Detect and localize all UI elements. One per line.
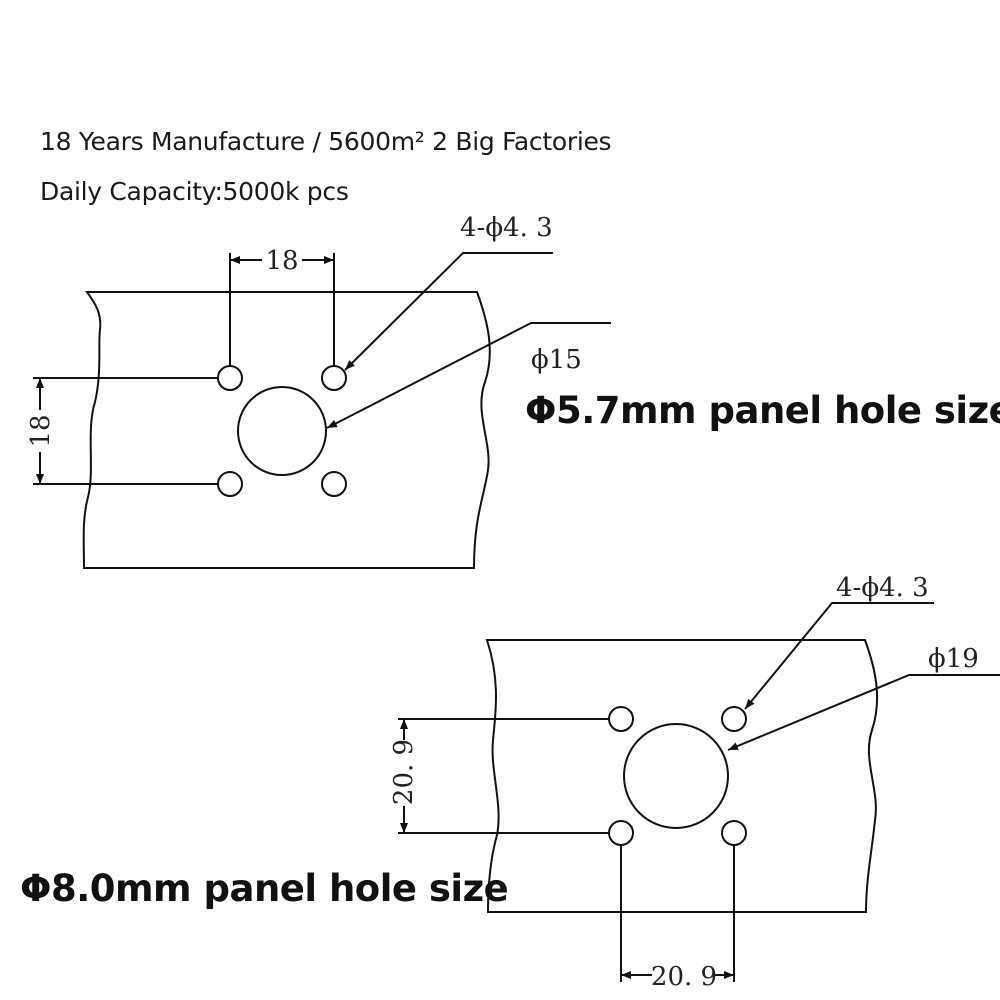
top-center-hole bbox=[237, 386, 327, 476]
top-dim-horizontal-label: 18 bbox=[265, 246, 298, 276]
bottom-hole-callout: 4-ϕ4. 3 bbox=[836, 573, 929, 603]
bottom-panel-outline bbox=[485, 639, 879, 913]
top-hole-bottom-left bbox=[217, 471, 243, 497]
top-hole-top-right bbox=[321, 365, 347, 391]
bottom-center-leader bbox=[727, 674, 1000, 751]
bottom-panel-drawing: 20. 9 20. 9 4-ϕ4. 3 ϕ19 bbox=[389, 573, 1000, 992]
bottom-hole-top-left bbox=[608, 706, 634, 732]
bottom-hole-bottom-right bbox=[721, 820, 747, 846]
top-dim-vertical-label: 18 bbox=[26, 414, 56, 447]
top-panel-drawing: 18 18 4-ϕ4. 3 ϕ15 bbox=[26, 213, 611, 569]
bottom-hole-top-right bbox=[721, 706, 747, 732]
top-hole-callout: 4-ϕ4. 3 bbox=[460, 213, 553, 243]
top-center-callout: ϕ15 bbox=[531, 345, 582, 375]
bottom-hole-bottom-left bbox=[608, 820, 634, 846]
top-panel-caption: Φ5.7mm panel hole size bbox=[525, 389, 1000, 432]
bottom-dim-horizontal-label: 20. 9 bbox=[651, 962, 717, 992]
bottom-hole-leader bbox=[744, 602, 934, 710]
header-line-years: 18 Years Manufacture / 5600m² 2 Big Fact… bbox=[40, 127, 612, 156]
top-panel-outline bbox=[82, 291, 491, 569]
bottom-panel-caption: Φ8.0mm panel hole size bbox=[20, 867, 509, 910]
header-line-capacity: Daily Capacity:5000k pcs bbox=[40, 177, 349, 206]
top-hole-bottom-right bbox=[321, 471, 347, 497]
top-hole-leader bbox=[344, 252, 553, 371]
top-center-leader bbox=[326, 322, 611, 429]
bottom-dim-vertical-label: 20. 9 bbox=[389, 739, 419, 805]
top-hole-top-left bbox=[217, 365, 243, 391]
bottom-center-callout: ϕ19 bbox=[928, 644, 979, 674]
bottom-center-hole bbox=[623, 723, 729, 829]
